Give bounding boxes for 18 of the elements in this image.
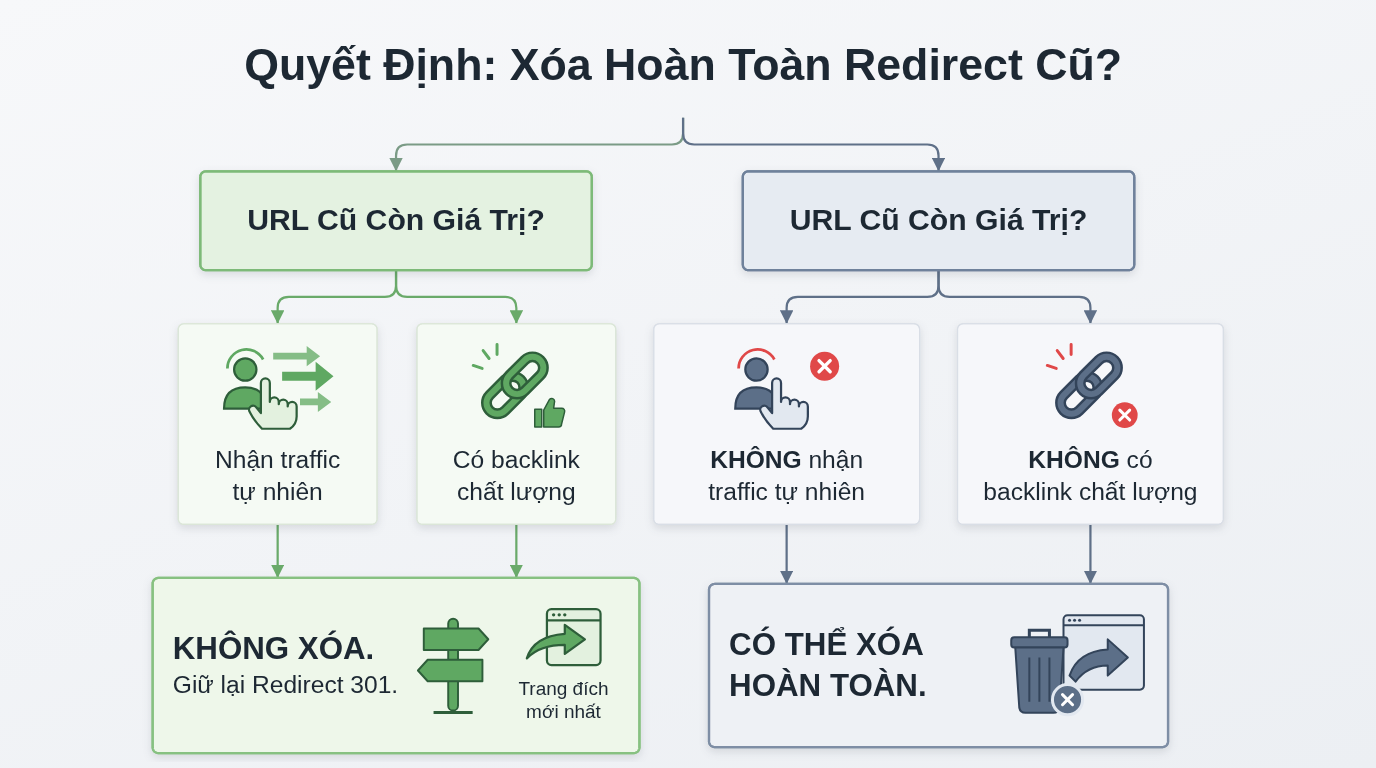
arrow <box>1083 524 1098 584</box>
arrow <box>937 270 1098 324</box>
question-text: URL Cũ Còn Giá Trị? <box>247 202 545 240</box>
arrow <box>270 524 285 578</box>
result-heading: CÓ THỂ XÓA HOÀN TOÀN. <box>729 627 927 703</box>
result-heading: KHÔNG XÓA. <box>172 631 375 667</box>
arrow <box>509 524 524 578</box>
arrow <box>779 524 794 584</box>
card-text: KHÔNG có backlink chất lượng <box>982 444 1199 508</box>
result-text: Giữ lại Redirect 301. <box>172 670 399 699</box>
card-text: Có backlink chất lượng <box>451 444 581 508</box>
card-text: KHÔNG nhận traffic tự nhiên <box>707 444 866 508</box>
decision-question-text: Quyết Định: Xóa Hoàn Toàn Redirect Cũ? <box>244 38 1122 91</box>
arrow <box>394 270 524 324</box>
arrow <box>681 117 946 172</box>
question-text: URL Cũ Còn Giá Trị? <box>789 202 1088 240</box>
icon-caption: Trang đích mới nhất <box>517 678 610 725</box>
card-text: Nhận traffic tự nhiên <box>214 444 342 508</box>
